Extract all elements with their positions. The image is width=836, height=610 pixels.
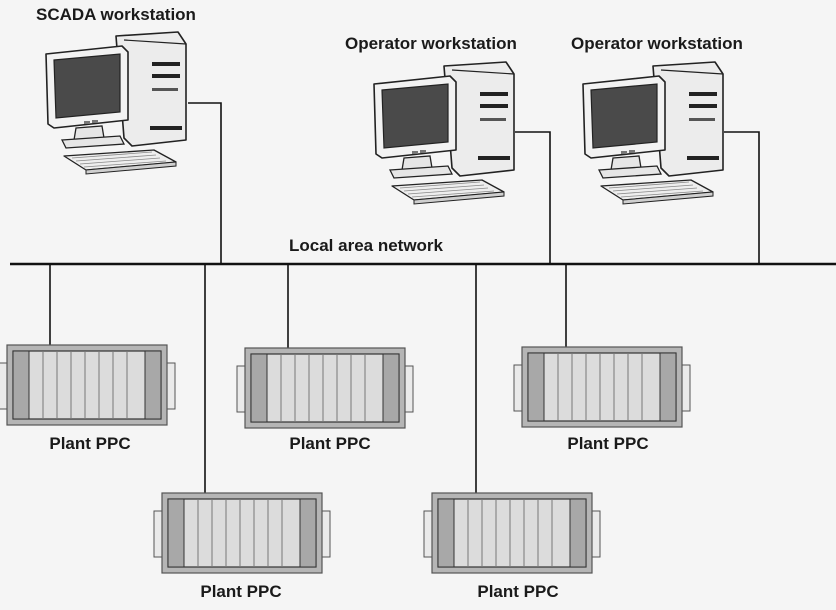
operator-workstation-1-computer-icon	[373, 61, 515, 205]
scada-workstation-computer-icon	[45, 31, 187, 175]
scada-connector	[188, 102, 222, 264]
plant-ppc-3-rack-icon	[513, 346, 691, 428]
plant-ppc-5-rack-icon	[423, 492, 601, 574]
plant-ppc-1-label: Plant PPC	[49, 434, 131, 453]
plant-ppc-4-rack-icon	[153, 492, 331, 574]
scada-workstation-label: SCADA workstation	[36, 5, 196, 24]
local-area-network-label: Local area network	[289, 236, 444, 255]
plant-ppc-3-label: Plant PPC	[567, 434, 649, 453]
plant-ppc-4-label: Plant PPC	[200, 582, 282, 601]
plant-ppc-5-label: Plant PPC	[477, 582, 559, 601]
operator-workstation-2-label: Operator workstation	[571, 34, 743, 53]
operator-workstation-2-computer-icon	[582, 61, 724, 205]
plant-ppc-2-label: Plant PPC	[289, 434, 371, 453]
operator-workstation-1-label: Operator workstation	[345, 34, 517, 53]
operator-2-connector	[724, 131, 760, 264]
plant-ppc-1-rack-icon	[0, 344, 176, 426]
plant-ppc-2-rack-icon	[236, 347, 414, 429]
operator-1-connector	[515, 131, 551, 264]
